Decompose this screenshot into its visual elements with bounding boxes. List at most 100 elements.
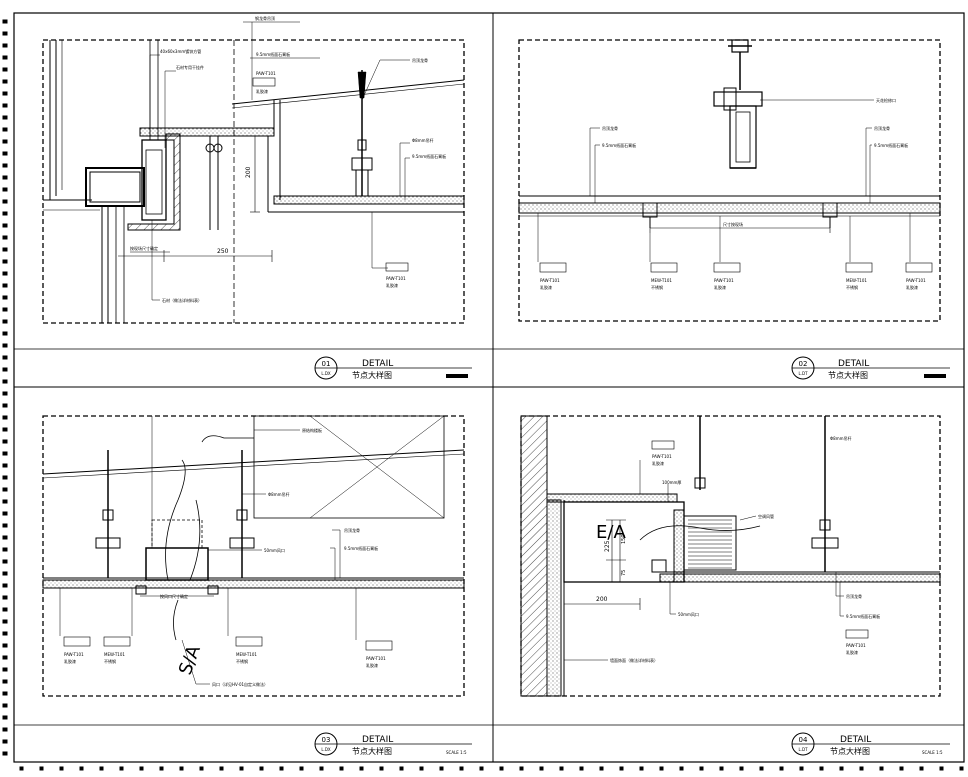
p1-callout-11: PAW-T101	[386, 276, 406, 281]
edge-tick	[2, 235, 8, 240]
p4-callout-6: 吊顶龙骨	[846, 593, 862, 599]
edge-tick	[259, 766, 264, 771]
edge-tick	[2, 487, 8, 492]
edge-tick	[199, 766, 204, 771]
edge-tick	[659, 766, 664, 771]
edge-tick	[2, 151, 8, 156]
edge-tick	[2, 751, 8, 756]
detail-01-drawing	[43, 21, 465, 323]
title-block-03: 03 L.DX DETAIL 节点大样图 SCALE 1:5	[314, 732, 472, 756]
edge-tick	[2, 319, 8, 324]
edge-tick	[739, 766, 744, 771]
detail-02-drawing	[518, 39, 941, 273]
edge-tick	[379, 766, 384, 771]
p3-callout-3: 9.5mm纸面石膏板	[344, 545, 378, 551]
edge-tick	[2, 223, 8, 228]
p3-callout-9: 不锈钢	[104, 658, 116, 664]
edge-tick	[679, 766, 684, 771]
p1-callout-0: 钢龙骨吊顶	[255, 15, 275, 21]
edge-tick	[2, 415, 8, 420]
edge-tick	[319, 766, 324, 771]
edge-tick	[2, 691, 8, 696]
title-04-number: 04	[799, 736, 808, 744]
p2-callout-0: 天花检修口	[876, 97, 896, 103]
p2-callout-8: MEW-T101	[651, 278, 672, 283]
edge-tick	[359, 766, 364, 771]
title-02-number: 02	[799, 360, 808, 368]
p2-callout-4: 9.5mm纸面石膏板	[874, 142, 908, 148]
edge-tick	[2, 211, 8, 216]
p1-callout-8: 9.5mm纸面石膏板	[412, 153, 446, 159]
edge-tick	[2, 187, 8, 192]
edge-tick	[959, 766, 964, 771]
edge-tick	[2, 667, 8, 672]
p1-callout-7: Φ8mm吊杆	[412, 137, 434, 143]
p2-callout-2: 9.5mm纸面石膏板	[602, 142, 636, 148]
edge-tick	[2, 247, 8, 252]
edge-tick	[859, 766, 864, 771]
p4-callout-1: PAW-T101	[652, 454, 672, 459]
edge-tick	[2, 583, 8, 588]
edge-tick	[539, 766, 544, 771]
p2-callout-6: PAW-T101	[540, 278, 560, 283]
title-block-01: 01 L.DX DETAIL 节点大样图	[314, 356, 472, 380]
p3-callout-12: PAW-T101	[366, 656, 386, 661]
edge-tick	[899, 766, 904, 771]
edge-tick	[2, 511, 8, 516]
detail-03-drawing	[42, 415, 465, 685]
edge-tick	[2, 67, 8, 72]
edge-tick	[39, 766, 44, 771]
edge-tick	[2, 79, 8, 84]
p2-callout-3: 吊顶龙骨	[874, 125, 890, 131]
p3-airflow: S/A	[175, 642, 205, 678]
p3-callout-5: 按风口尺寸确定	[160, 593, 188, 599]
edge-tick	[2, 355, 8, 360]
title-block-04: 04 L.DT DETAIL 节点大样图 SCALE 1:5	[791, 732, 950, 756]
p1-callout-6: 吊顶龙骨	[412, 57, 428, 63]
edge-tick	[119, 766, 124, 771]
edge-tick	[839, 766, 844, 771]
edge-tick	[2, 91, 8, 96]
edge-tick	[2, 523, 8, 528]
edge-tick	[19, 766, 24, 771]
edge-tick	[2, 451, 8, 456]
title-02-sub: L.DT	[798, 371, 808, 376]
edge-tick	[559, 766, 564, 771]
edge-tick	[2, 475, 8, 480]
edge-tick	[139, 766, 144, 771]
detail-02-labels: 天花检修口 吊顶龙骨 9.5mm纸面石膏板 吊顶龙骨 9.5mm纸面石膏板 尺寸…	[540, 97, 926, 290]
p4-callout-10: 墙面饰面（做法详材料表）	[610, 657, 658, 663]
edge-tick	[459, 766, 464, 771]
edge-tick	[479, 766, 484, 771]
edge-tick	[2, 391, 8, 396]
p2-callout-7: 乳胶漆	[540, 284, 552, 290]
edge-tick	[2, 127, 8, 132]
detail-03-labels: S/A 原结构楼板 Φ8mm吊杆 吊顶龙骨 9.5mm纸面石膏板 50mm风口 …	[64, 427, 386, 687]
edge-tick	[779, 766, 784, 771]
p4-callout-5: 50mm风口	[678, 612, 699, 617]
edge-tick	[2, 283, 8, 288]
edge-tick	[919, 766, 924, 771]
edge-tick	[2, 259, 8, 264]
p4-airflow: E/A	[596, 522, 626, 543]
title-04-detail: DETAIL	[840, 735, 871, 745]
p2-callout-1: 吊顶龙骨	[602, 125, 618, 131]
p3-callout-13: 乳胶漆	[366, 662, 378, 668]
edge-tick	[2, 367, 8, 372]
sheet-edge-ticks	[2, 19, 964, 771]
detail-frames	[42, 39, 941, 697]
p4-dim-200: 200	[596, 596, 608, 603]
p4-dim-75: 75	[621, 570, 627, 576]
edge-tick	[2, 607, 8, 612]
p3-callout-6: PAW-T101	[64, 652, 84, 657]
p3-callout-4: 50mm风口	[264, 548, 285, 553]
edge-tick	[2, 331, 8, 336]
edge-tick	[179, 766, 184, 771]
p1-callout-3: 9.5mm纸面石膏板	[256, 51, 290, 57]
p1-callout-2: 石材专用干挂件	[176, 64, 204, 70]
p1-dim-200: 200	[245, 166, 252, 178]
p3-callout-8: MEW-T101	[104, 652, 125, 657]
detail-04-drawing	[520, 415, 941, 697]
p3-callout-1: Φ8mm吊杆	[268, 491, 290, 497]
